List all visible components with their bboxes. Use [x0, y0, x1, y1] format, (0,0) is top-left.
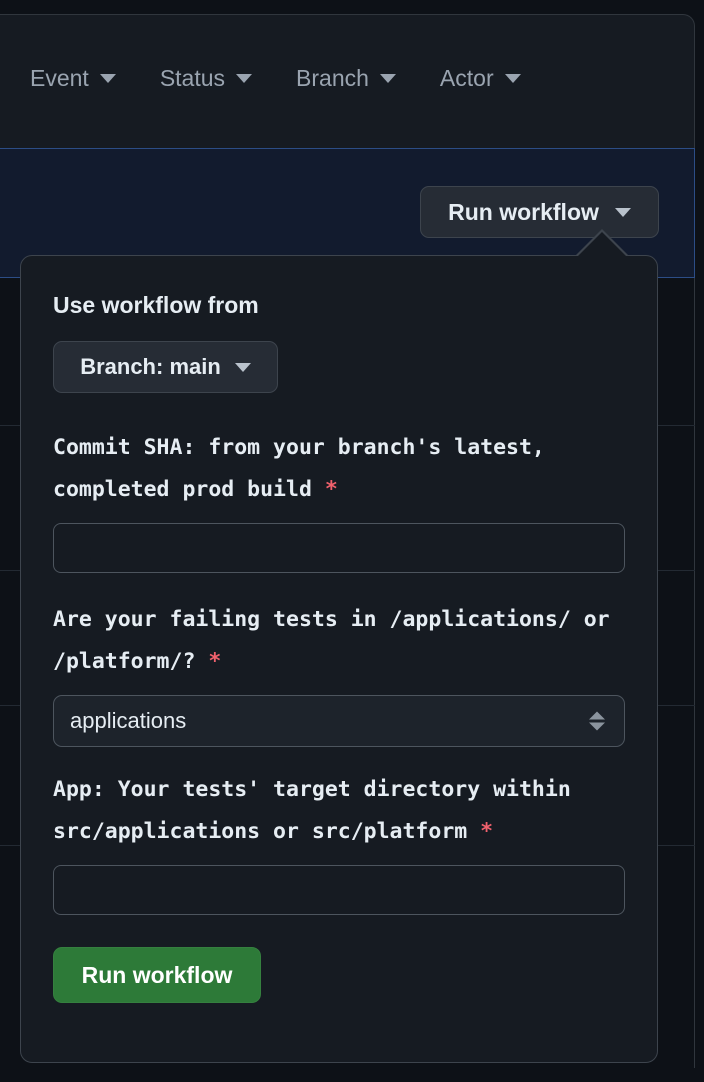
- required-asterisk: *: [480, 819, 494, 844]
- run-workflow-submit-button[interactable]: Run workflow: [53, 947, 261, 1003]
- filter-group: Event Status Branch Actor: [30, 67, 521, 90]
- filter-bar: Event Status Branch Actor: [0, 14, 695, 148]
- tests-location-select[interactable]: applications: [53, 695, 625, 747]
- chevron-down-icon: [99, 74, 116, 83]
- app-directory-label-text: App: Your tests' target directory within…: [53, 777, 571, 844]
- filter-branch[interactable]: Branch: [296, 67, 396, 90]
- required-asterisk: *: [324, 477, 338, 502]
- popover-title: Use workflow from: [53, 292, 259, 318]
- branch-selector-label: Branch: main: [80, 354, 221, 379]
- filter-actor[interactable]: Actor: [440, 67, 521, 90]
- filter-branch-label: Branch: [296, 65, 369, 91]
- run-workflow-popover: Use workflow from Branch: main Commit SH…: [20, 255, 658, 1063]
- app-directory-label: App: Your tests' target directory within…: [53, 769, 625, 853]
- filter-event[interactable]: Event: [30, 67, 116, 90]
- tests-location-label: Are your failing tests in /applications/…: [53, 599, 625, 683]
- tests-location-selected-value: applications: [70, 708, 187, 733]
- select-updown-icon: [589, 711, 605, 731]
- chevron-down-icon: [236, 74, 253, 83]
- filter-actor-label: Actor: [439, 65, 494, 91]
- app-directory-input[interactable]: [53, 865, 625, 915]
- required-asterisk: *: [208, 649, 222, 674]
- commit-sha-input[interactable]: [53, 523, 625, 573]
- chevron-down-icon: [379, 74, 396, 83]
- commit-sha-label-text: Commit SHA: from your branch's latest, c…: [53, 435, 545, 502]
- chevron-down-icon: [504, 74, 521, 83]
- filter-status-label: Status: [159, 65, 226, 91]
- chevron-down-icon: [614, 207, 631, 217]
- run-workflow-button-label: Run workflow: [448, 198, 599, 225]
- filter-event-label: Event: [30, 65, 89, 91]
- branch-selector-button[interactable]: Branch: main: [53, 341, 278, 393]
- commit-sha-label: Commit SHA: from your branch's latest, c…: [53, 427, 625, 511]
- filter-status[interactable]: Status: [159, 65, 253, 91]
- tests-location-label-text: Are your failing tests in /applications/…: [53, 607, 610, 674]
- tests-location-select-wrap: applications: [53, 695, 625, 747]
- popover-arrow: [578, 232, 626, 256]
- chevron-down-icon: [234, 362, 251, 372]
